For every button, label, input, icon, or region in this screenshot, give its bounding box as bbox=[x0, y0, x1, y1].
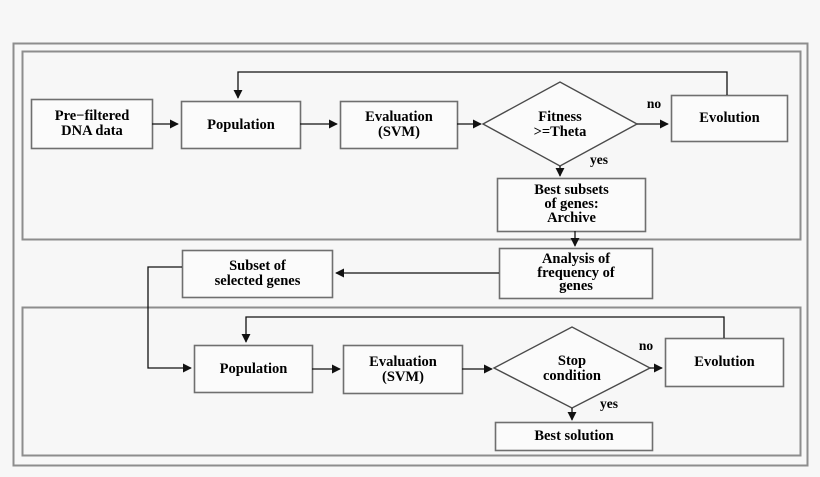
fitness-decision-diamond[interactable] bbox=[481, 81, 639, 167]
stage2-evaluation-box[interactable] bbox=[342, 344, 464, 395]
stage1-evolution-box[interactable] bbox=[670, 94, 789, 143]
connector-subset-to-stage2-population bbox=[147, 266, 192, 373]
connector-stage2-evolution-feedback bbox=[241, 316, 725, 343]
stage1-evaluation-box[interactable] bbox=[339, 100, 459, 150]
outer-frame bbox=[12, 42, 809, 467]
subset-of-selected-genes-box[interactable] bbox=[181, 249, 334, 299]
stop-condition-diamond[interactable] bbox=[492, 326, 652, 409]
stage1-frame bbox=[21, 50, 802, 241]
analysis-of-frequency-box[interactable] bbox=[498, 247, 654, 300]
stage2-frame bbox=[21, 306, 802, 457]
archive-box[interactable] bbox=[496, 177, 647, 233]
prefiltered-dna-box[interactable] bbox=[30, 98, 154, 150]
stage2-evolution-box[interactable] bbox=[664, 337, 785, 388]
best-solution-box[interactable] bbox=[494, 421, 654, 452]
stage2-population-box[interactable] bbox=[193, 344, 314, 394]
connector-evolution-feedback-to-population bbox=[233, 71, 728, 99]
stage1-population-box[interactable] bbox=[180, 100, 302, 150]
